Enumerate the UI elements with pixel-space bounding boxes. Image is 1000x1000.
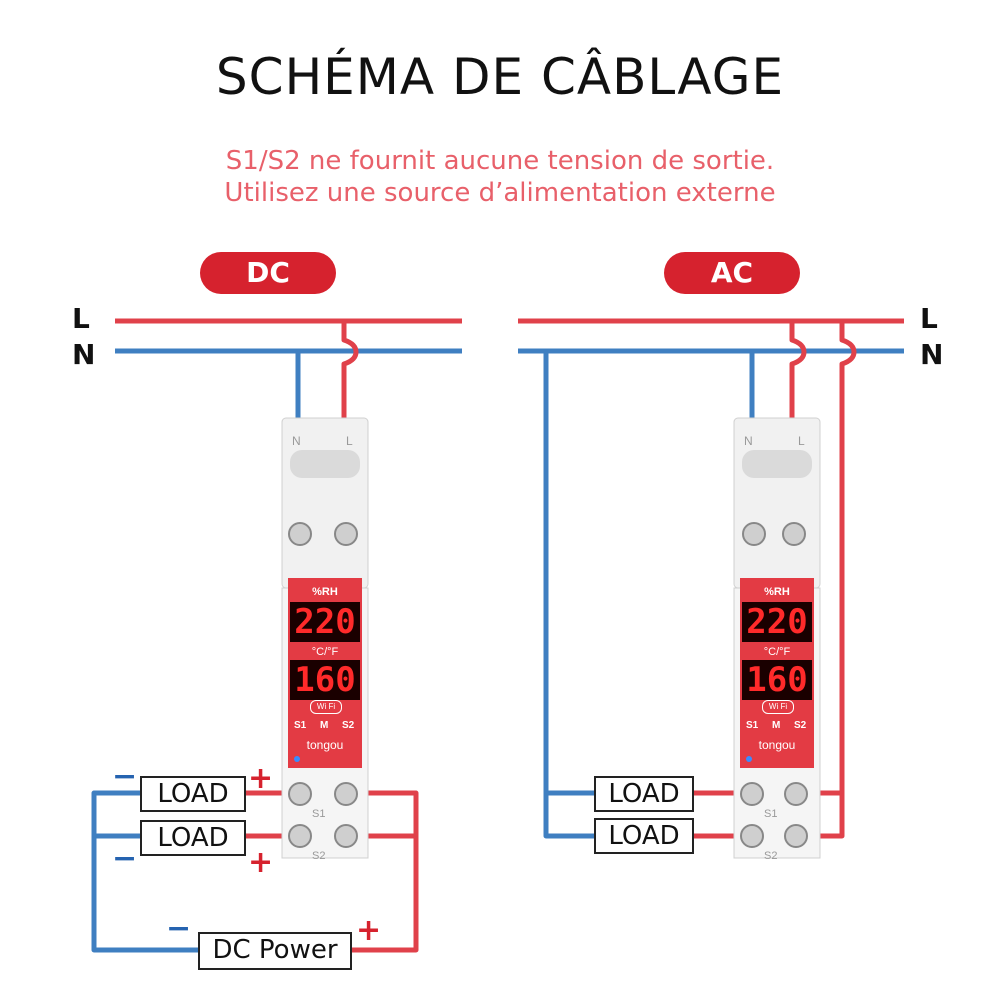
dc-terminal-n-label: N xyxy=(292,434,301,448)
dc-display-bottom: 160 xyxy=(290,660,360,700)
ac-neutral-load-wire xyxy=(543,351,594,839)
dc-output-s2-label: S2 xyxy=(312,850,326,862)
dc-load-top: LOAD xyxy=(140,776,246,812)
ac-humidity-label: %RH xyxy=(764,586,790,598)
ac-status-led xyxy=(746,756,752,762)
ac-load-bottom: LOAD xyxy=(594,818,694,854)
ac-s1-screw-a xyxy=(740,782,764,806)
warning-line-1: S1/S2 ne fournit aucune tension de sorti… xyxy=(225,146,775,176)
dc-neutral-rail-label: N xyxy=(72,338,96,371)
dc-terminal-n-screw xyxy=(288,522,312,546)
dc-power-source: DC Power xyxy=(198,932,352,970)
dc-power-minus: − xyxy=(166,911,192,946)
dc-button-s1[interactable]: S1 xyxy=(294,720,307,731)
dc-relay-device: N L %RH 220 °C/°F 160 Wi Fi S1 M S2 tong… xyxy=(280,410,370,875)
dc-negative-wire xyxy=(91,790,200,953)
ac-output-s1-label: S1 xyxy=(764,808,778,820)
dc-live-rail-label: L xyxy=(72,302,90,335)
dc-button-m[interactable]: M xyxy=(320,720,329,731)
ac-terminal-l-label: L xyxy=(798,434,805,448)
ac-display-bottom: 160 xyxy=(742,660,812,700)
ac-terminal-l-screw xyxy=(782,522,806,546)
ac-neutral-rail-label: N xyxy=(920,338,944,371)
ac-s2-screw-a xyxy=(740,824,764,848)
ac-button-s1[interactable]: S1 xyxy=(746,720,759,731)
dc-humidity-label: %RH xyxy=(312,586,338,598)
ac-section-label: AC xyxy=(664,252,800,294)
dc-terminal-l-screw xyxy=(334,522,358,546)
dc-s1-screw-a xyxy=(288,782,312,806)
dc-temp-unit-label: °C/°F xyxy=(311,646,339,658)
warning-line-2: Utilisez une source d’alimentation exter… xyxy=(224,178,776,208)
dc-load-top-plus: + xyxy=(248,761,274,796)
page-title: SCHÉMA DE CÂBLAGE xyxy=(215,48,785,106)
dc-terminal-l-label: L xyxy=(346,434,353,448)
ac-wifi-badge: Wi Fi xyxy=(762,700,794,714)
dc-positive-wire xyxy=(344,790,419,953)
dc-load-top-minus: − xyxy=(112,759,138,794)
dc-section-label: DC xyxy=(200,252,336,294)
ac-relay-device: N L %RH 220 °C/°F 160 Wi Fi S1 M S2 tong… xyxy=(732,410,822,875)
dc-load-bottom-minus: − xyxy=(112,841,138,876)
ac-s1-screw-b xyxy=(784,782,808,806)
ac-button-m[interactable]: M xyxy=(772,720,781,731)
dc-power-plus: + xyxy=(356,913,382,948)
dc-live-drop xyxy=(341,321,359,530)
dc-display-top: 220 xyxy=(290,602,360,642)
ac-button-s2[interactable]: S2 xyxy=(794,720,807,731)
ac-terminal-n-label: N xyxy=(744,434,753,448)
ac-live-rail-label: L xyxy=(920,302,938,335)
dc-button-s2[interactable]: S2 xyxy=(342,720,355,731)
dc-s1-screw-b xyxy=(334,782,358,806)
ac-output-s2-label: S2 xyxy=(764,850,778,862)
dc-load-bottom: LOAD xyxy=(140,820,246,856)
ac-display-top: 220 xyxy=(742,602,812,642)
ac-temp-unit-label: °C/°F xyxy=(763,646,791,658)
dc-load-bottom-plus: + xyxy=(248,845,274,880)
ac-live-drop xyxy=(789,321,807,530)
dc-output-s1-label: S1 xyxy=(312,808,326,820)
ac-live-output-feed xyxy=(794,321,857,839)
dc-s2-screw-b xyxy=(334,824,358,848)
dc-s2-screw-a xyxy=(288,824,312,848)
ac-load-top: LOAD xyxy=(594,776,694,812)
ac-s2-screw-b xyxy=(784,824,808,848)
ac-terminal-n-screw xyxy=(742,522,766,546)
dc-wifi-badge: Wi Fi xyxy=(310,700,342,714)
dc-status-led xyxy=(294,756,300,762)
ac-brand-logo: tongou xyxy=(758,738,796,752)
dc-brand-logo: tongou xyxy=(306,738,344,752)
